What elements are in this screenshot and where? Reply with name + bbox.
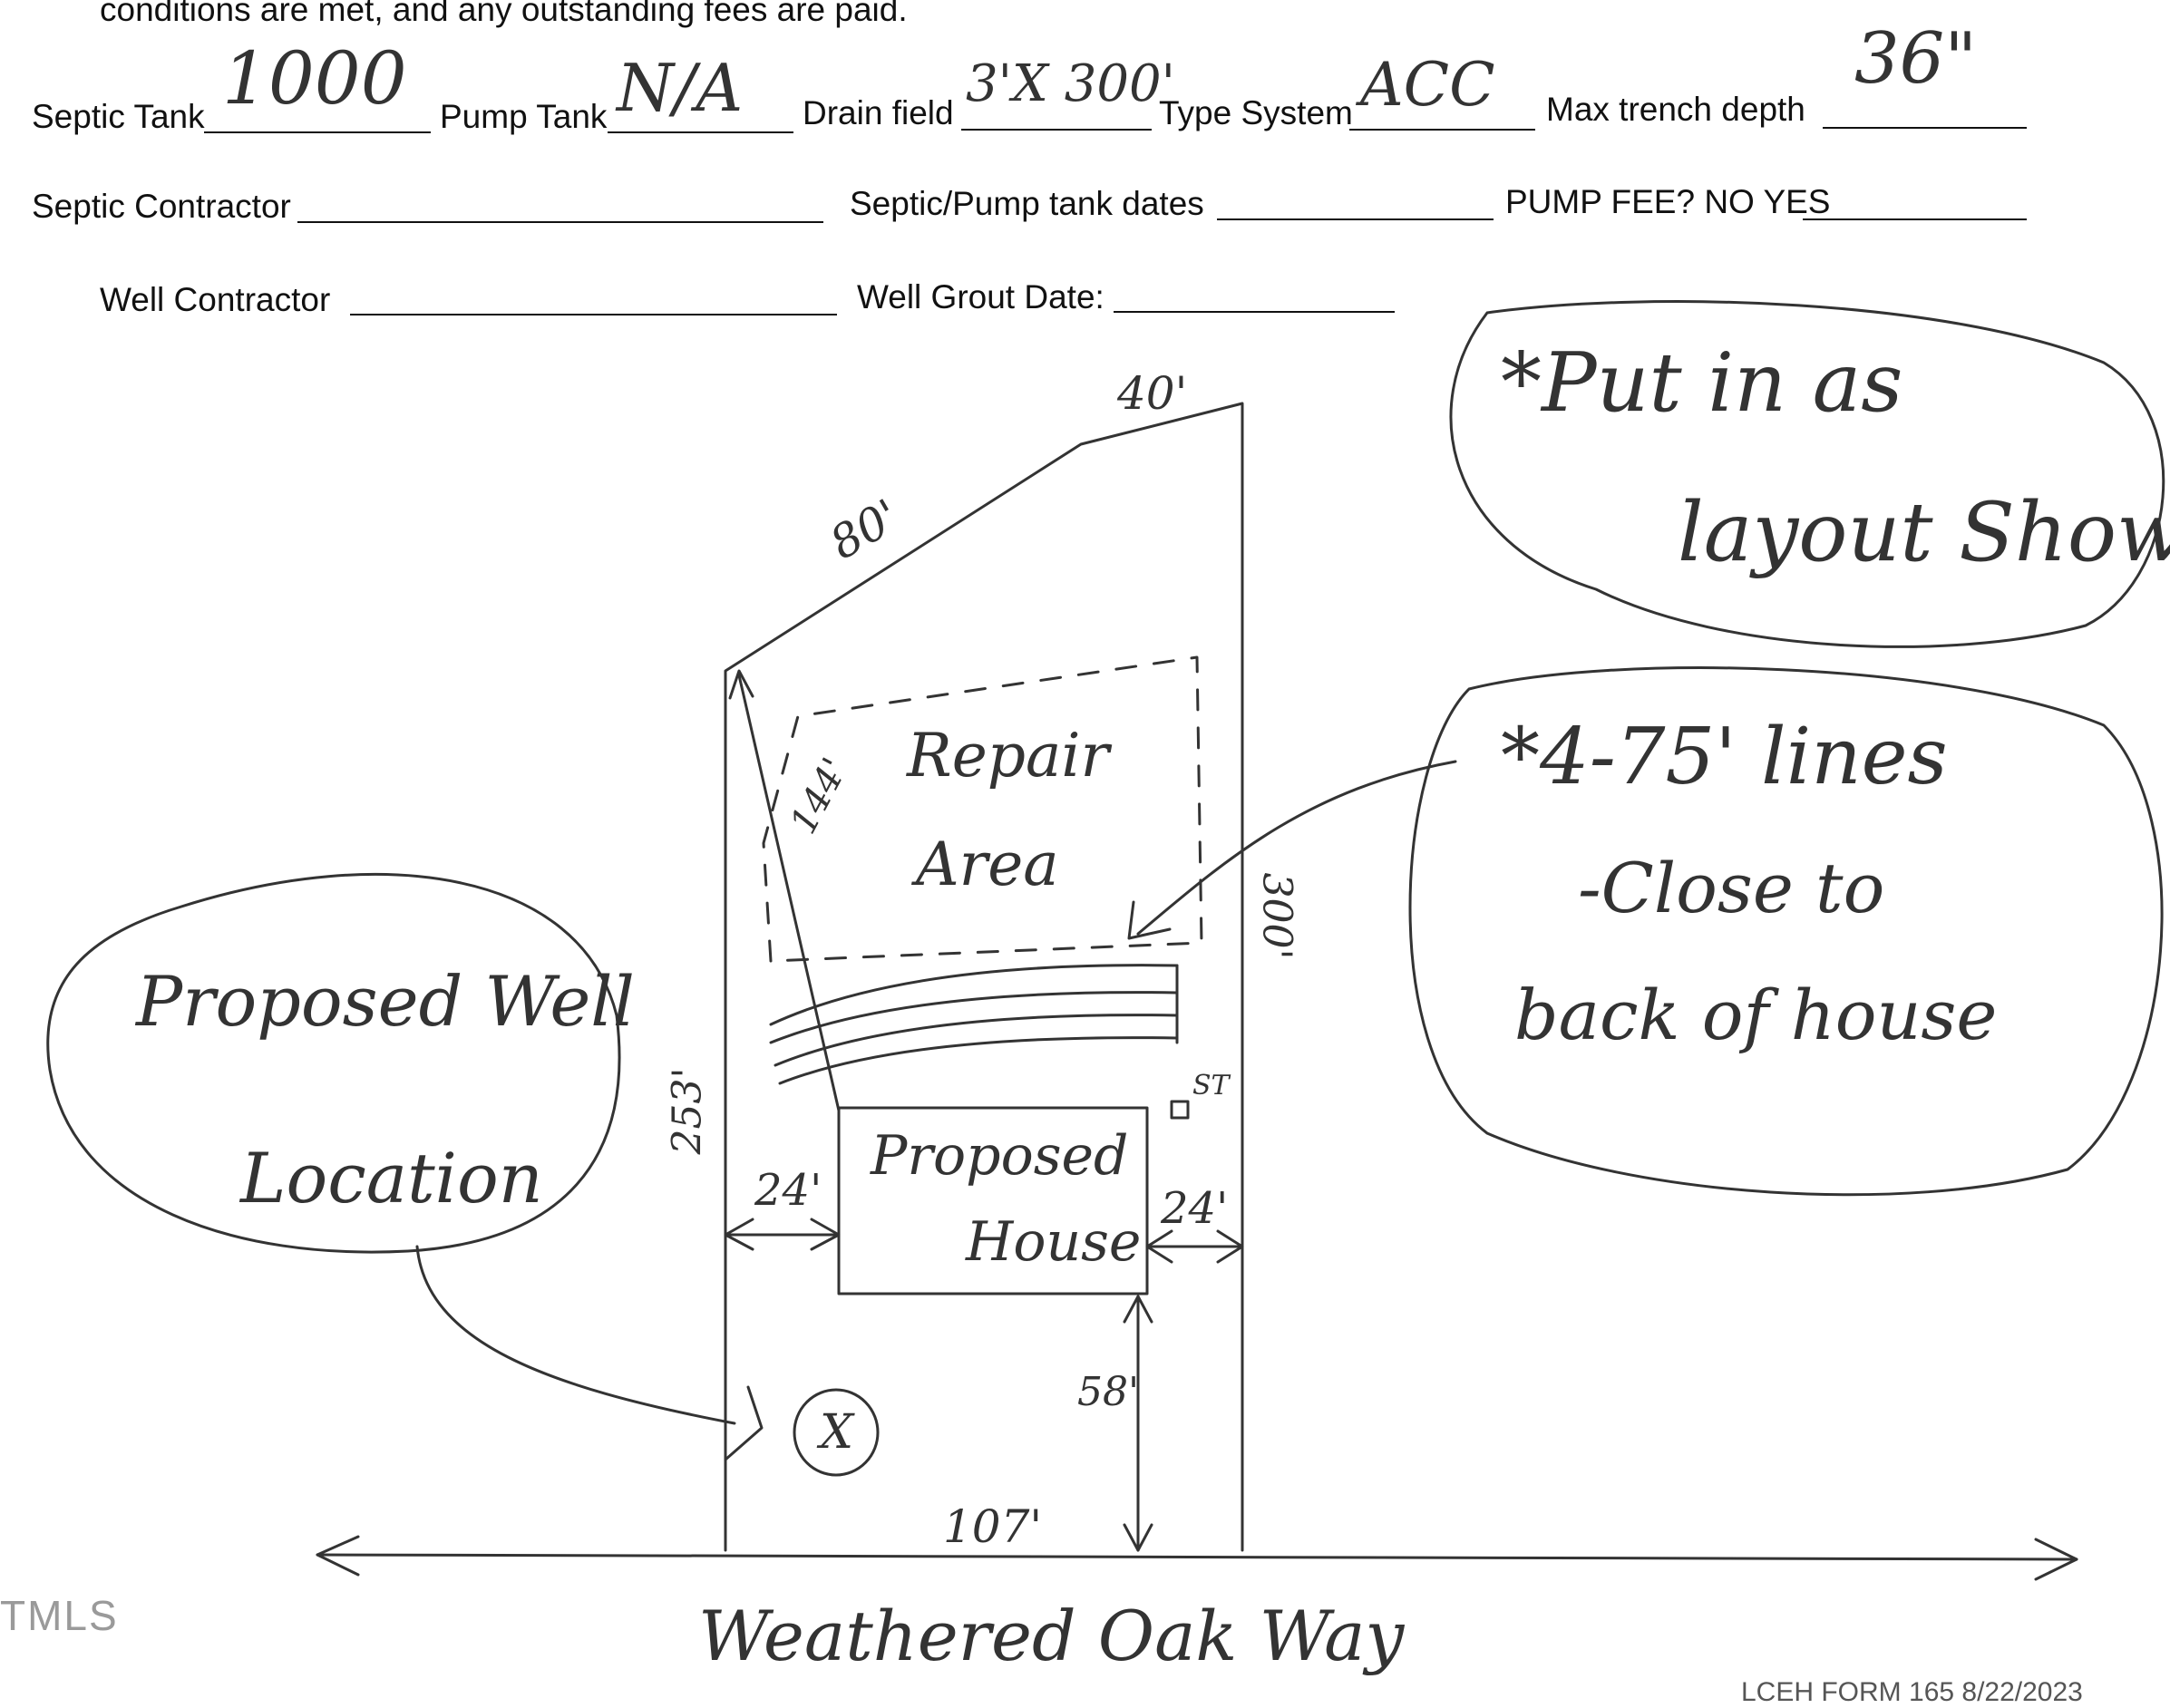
drain-field-value: 3'X 300'	[966, 54, 1175, 113]
dim-24-left-head-b	[810, 1218, 841, 1251]
septic-pump-dates-line[interactable]	[1217, 218, 1494, 220]
well-contractor-line[interactable]	[350, 314, 837, 315]
septic-tank-box	[1170, 1100, 1190, 1120]
septic-tank-value: 1000	[222, 36, 407, 121]
note-lines-arrow-head	[1127, 900, 1172, 940]
note-lines-line-2: -Close to	[1578, 848, 1885, 928]
pump-fee-line[interactable]	[1803, 218, 2027, 220]
drain-line-1	[769, 964, 1179, 1026]
repair-area-label-2: Area	[916, 830, 1059, 899]
repair-area-boundary	[762, 655, 1203, 963]
note-well-line-2: Location	[240, 1138, 543, 1218]
house-outline	[837, 1106, 1149, 1296]
well-marker-circle	[793, 1388, 880, 1477]
pump-tank-line[interactable]	[608, 131, 793, 133]
watermark: TMLS	[0, 1592, 119, 1639]
note-well-bubble	[46, 873, 621, 1254]
drain-field-line[interactable]	[961, 129, 1152, 131]
st-label: ST	[1192, 1070, 1230, 1101]
note-lines-line-3: back of house	[1514, 975, 1998, 1055]
max-trench-label: Max trench depth	[1546, 91, 1805, 128]
drain-line-4	[778, 1036, 1179, 1085]
dim-24-right-label: 24'	[1161, 1183, 1229, 1234]
note-layout-line-1: *Put in as	[1501, 335, 1903, 431]
drain-line-3	[774, 1014, 1179, 1067]
type-system-label: Type System	[1159, 94, 1353, 131]
form-id: LCEH FORM 165 8/22/2023	[1741, 1677, 2083, 1707]
well-marker-label: X	[820, 1405, 854, 1460]
dim-107-label: 107'	[943, 1500, 1043, 1553]
dim-253-label: 253'	[664, 1067, 711, 1155]
dim-58-label: 58'	[1077, 1369, 1140, 1415]
dim-24-left-label: 24'	[754, 1165, 822, 1216]
septic-tank-line[interactable]	[204, 131, 431, 133]
street-name-label: Weathered Oak Way	[698, 1596, 1405, 1676]
dim-24-right-head-a	[1145, 1229, 1173, 1264]
dim-24-right-head-b	[1216, 1229, 1244, 1264]
note-layout-bubble	[1449, 300, 2165, 648]
pump-tank-value: N/A	[617, 50, 744, 126]
note-layout-line-2: layout Shows!	[1678, 485, 2170, 580]
note-well-arrow-head	[724, 1385, 764, 1461]
repair-area-label-1: Repair	[907, 721, 1110, 791]
house-label-2: House	[966, 1210, 1142, 1274]
arrow-144-head	[728, 669, 754, 700]
dim-58-head-a	[1123, 1295, 1153, 1324]
septic-contractor-line[interactable]	[297, 221, 823, 223]
property-boundary	[724, 402, 1244, 1552]
septic-tank-label: Septic Tank	[32, 98, 205, 135]
dim-24-left-head-a	[724, 1218, 754, 1251]
note-well-arrow	[415, 1245, 736, 1425]
dim-300-label: 300'	[1253, 872, 1300, 960]
well-grout-line[interactable]	[1114, 311, 1395, 313]
note-well-line-1: Proposed Well	[136, 961, 635, 1042]
max-trench-line[interactable]	[1823, 127, 2027, 129]
septic-contractor-label: Septic Contractor	[32, 188, 291, 225]
street-arrow-right	[2034, 1538, 2078, 1581]
drain-field-label: Drain field	[803, 94, 954, 131]
arrow-144-line	[737, 674, 841, 1112]
street-line	[316, 1553, 2078, 1561]
note-lines-arrow	[1136, 760, 1457, 936]
dim-40-label: 40'	[1117, 367, 1188, 420]
note-lines-line-1: *4-75' lines	[1501, 712, 1948, 802]
pump-tank-label: Pump Tank	[440, 98, 608, 135]
max-trench-value: 36"	[1854, 18, 1978, 100]
pump-fee-label: PUMP FEE? NO YES	[1505, 183, 1831, 220]
dim-58-head-b	[1123, 1523, 1153, 1552]
note-lines-bubble	[1408, 666, 2164, 1197]
type-system-line[interactable]	[1349, 129, 1535, 131]
conditions-text: conditions are met, and any outstanding …	[100, 0, 908, 28]
septic-pump-dates-label: Septic/Pump tank dates	[850, 185, 1204, 222]
street-arrow-left	[316, 1535, 360, 1577]
house-label-1: Proposed	[871, 1124, 1129, 1188]
drain-line-2	[769, 991, 1179, 1044]
type-system-value: ACC	[1360, 50, 1495, 120]
well-grout-label: Well Grout Date:	[857, 278, 1104, 315]
well-contractor-label: Well Contractor	[100, 281, 331, 318]
